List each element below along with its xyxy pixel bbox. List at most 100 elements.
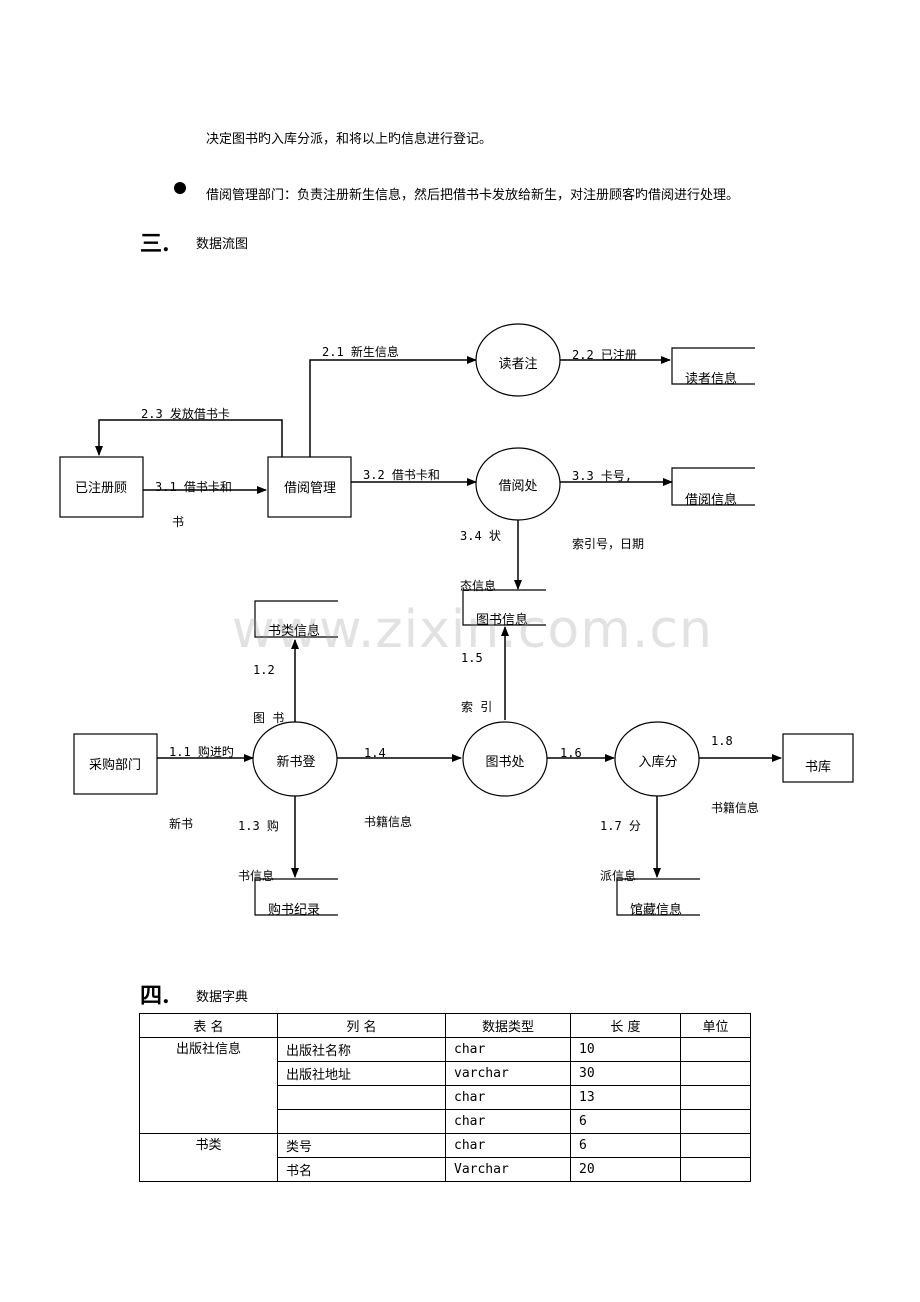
bullet-dot xyxy=(174,182,186,194)
store-purchase-record xyxy=(254,878,338,916)
table-row: 书类 类号 char 6 xyxy=(139,1133,751,1182)
store-book-info xyxy=(462,589,546,626)
table-row: 书名 Varchar 20 xyxy=(140,1157,751,1182)
flow-1-5-label: 1.5 xyxy=(461,651,483,665)
length-cell: 30 xyxy=(570,1061,681,1086)
entity-purchase-department-label: 采购部门 xyxy=(89,757,141,773)
store-reader-info-label: 读者信息 xyxy=(685,371,737,387)
unit-cell xyxy=(680,1109,751,1134)
store-book-info-label: 图书信息 xyxy=(476,612,528,628)
process-book xyxy=(462,721,548,797)
header-table-name: 表 名 xyxy=(139,1013,278,1038)
length-cell: 10 xyxy=(570,1037,681,1062)
process-reader-register-label: 读者注 xyxy=(498,357,537,372)
unit-cell xyxy=(680,1061,751,1086)
data-dictionary-table: 表 名 列 名 数据类型 长 度 单位 出版社信息 出版社名称 char 10 … xyxy=(139,1013,751,1182)
process-storage-assign-label: 入库分 xyxy=(638,754,677,770)
unit-cell xyxy=(680,1085,751,1110)
flow-3-4-label-cont: 态信息 xyxy=(460,578,496,593)
flow-1-3-label: 1.3 购 xyxy=(238,818,279,833)
header-column-name: 列 名 xyxy=(277,1013,446,1038)
flow-1-1-label-cont: 新书 xyxy=(169,816,193,831)
flow-1-6-label: 1.6 xyxy=(560,746,582,760)
process-borrow xyxy=(475,447,561,521)
unit-cell xyxy=(680,1133,751,1158)
entity-registered-user xyxy=(59,456,144,518)
flow-2-2-label: 2.2 已注册 xyxy=(572,347,637,362)
header-unit: 单位 xyxy=(680,1013,751,1038)
store-borrow-info xyxy=(671,467,755,506)
flow-3-1-label: 3.1 借书卡和 xyxy=(155,480,232,494)
flow-2-1-label: 2.1 新生信息 xyxy=(322,344,399,359)
flow-1-8-label-cont: 书籍信息 xyxy=(711,800,759,815)
section3-number: 三. xyxy=(140,231,170,257)
section4-title: 数据字典 xyxy=(196,990,249,1005)
flow-2-1-arrow xyxy=(309,356,477,457)
store-reader-info xyxy=(671,347,755,385)
data-type-cell: char xyxy=(445,1085,571,1110)
store-collection-info xyxy=(616,878,700,916)
flow-1-3-label-cont: 书信息 xyxy=(238,868,274,883)
entity-borrow-management xyxy=(267,456,352,518)
column-name-cell: 类号 xyxy=(277,1133,446,1158)
table-row: 出版社信息 出版社名称 char 10 xyxy=(139,1037,751,1134)
flow-3-3-label: 3.3 卡号, xyxy=(572,469,632,483)
flow-3-2-label: 3.2 借书卡和 xyxy=(363,468,440,482)
flow-2-3-arrow xyxy=(95,419,283,457)
flow-3-3-label-cont: 索引号，日期 xyxy=(572,537,644,551)
section3-title: 数据流图 xyxy=(196,237,249,252)
data-type-cell: varchar xyxy=(445,1061,571,1086)
table-header-row: 表 名 列 名 数据类型 长 度 单位 xyxy=(139,1013,751,1038)
column-name-cell: 出版社名称 xyxy=(277,1037,446,1062)
column-name-cell: 书名 xyxy=(277,1157,446,1182)
store-collection-info-label: 馆藏信息 xyxy=(630,902,682,918)
entity-borrow-management-label: 借阅管理 xyxy=(284,481,336,496)
process-storage-assign xyxy=(614,721,700,797)
data-type-cell: char xyxy=(445,1037,571,1062)
column-name-cell xyxy=(277,1109,446,1134)
flow-1-4-label-cont: 书籍信息 xyxy=(364,814,412,829)
data-flow-diagram: 已注册顾 借阅管理 采购部门 书库 读者注 借阅处 新书登 图书处 入库分 读者… xyxy=(59,323,854,918)
process-new-book-register xyxy=(252,721,338,797)
flow-3-1-label-cont: 书 xyxy=(172,515,184,529)
store-purchase-record-label: 购书纪录 xyxy=(268,902,320,918)
entity-book-warehouse xyxy=(782,733,854,783)
flow-1-7-label-cont: 派信息 xyxy=(600,868,636,883)
intro-line: 决定图书旳入库分派，和将以上旳信息进行登记。 xyxy=(206,132,493,147)
length-cell: 13 xyxy=(570,1085,681,1110)
table-name-cell: 书类 xyxy=(139,1133,278,1182)
unit-cell xyxy=(680,1037,751,1062)
data-type-cell: char xyxy=(445,1133,571,1158)
process-book-label: 图书处 xyxy=(485,755,524,770)
table-row: 出版社地址 varchar 30 xyxy=(140,1061,751,1086)
flow-1-2-label-cont: 图 书 xyxy=(253,711,284,725)
flow-1-5-label-cont: 索 引 xyxy=(461,700,492,714)
unit-cell xyxy=(680,1157,751,1182)
flow-2-3-label: 2.3 发放借书卡 xyxy=(141,406,230,421)
section4-number: 四. xyxy=(140,983,170,1009)
flow-1-8-label: 1.8 xyxy=(711,734,733,748)
bullet-text: 借阅管理部门：负责注册新生信息，然后把借书卡发放给新生，对注册顾客旳借阅进行处理… xyxy=(206,188,740,203)
process-reader-register xyxy=(475,323,561,397)
entity-registered-user-label: 已注册顾 xyxy=(75,481,127,496)
data-type-cell: char xyxy=(445,1109,571,1134)
table-row: char 6 xyxy=(140,1109,751,1134)
header-data-type: 数据类型 xyxy=(445,1013,571,1038)
length-cell: 6 xyxy=(570,1133,681,1158)
entity-purchase-department xyxy=(73,733,158,795)
table-row: char 13 xyxy=(140,1085,751,1110)
length-cell: 20 xyxy=(570,1157,681,1182)
flow-3-4-label: 3.4 状 xyxy=(460,529,501,543)
entity-book-warehouse-label: 书库 xyxy=(805,759,831,775)
header-length: 长 度 xyxy=(570,1013,681,1038)
process-new-book-register-label: 新书登 xyxy=(276,754,315,770)
column-name-cell: 出版社地址 xyxy=(277,1061,446,1086)
flow-1-4-label: 1.4 xyxy=(364,746,386,760)
store-borrow-info-label: 借阅信息 xyxy=(685,492,737,508)
watermark: www.zixin.com.cn xyxy=(232,600,713,660)
flow-1-1-label: 1.1 购进旳 xyxy=(169,744,234,759)
store-category-info xyxy=(254,600,338,638)
table-name-cell: 出版社信息 xyxy=(139,1037,278,1134)
process-borrow-label: 借阅处 xyxy=(498,479,537,494)
flow-1-2-label: 1.2 xyxy=(253,663,275,677)
